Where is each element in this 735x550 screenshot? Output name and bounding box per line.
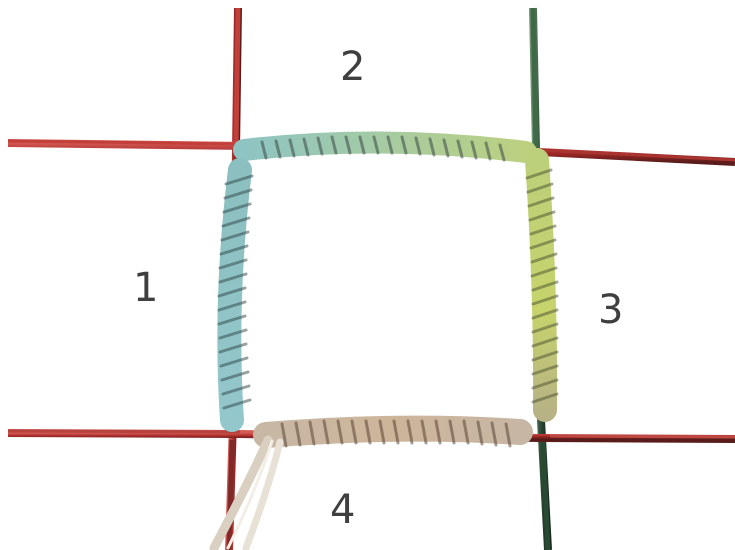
wrapped-wire-square-photo xyxy=(0,0,735,550)
